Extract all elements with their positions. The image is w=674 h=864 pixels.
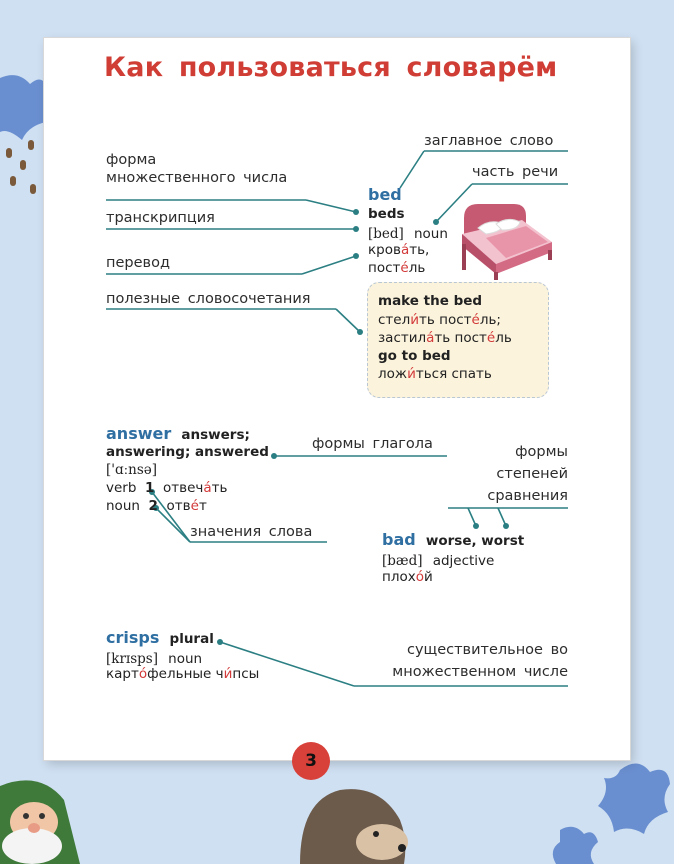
page-title: Как пользоваться словарём	[104, 52, 558, 83]
leader-lines	[106, 150, 568, 687]
crisps-transcription-line: [krɪsps] noun	[106, 648, 202, 667]
crisps-plural-label: plural	[169, 631, 214, 647]
headword-answer: answer	[106, 424, 172, 443]
crisps-headline: crisps plural	[106, 628, 214, 647]
bad-pos: adjective	[432, 553, 495, 569]
answer-headline: answer answers;	[106, 424, 250, 443]
label-transcription: транскрипция	[106, 210, 215, 226]
label-part-of-speech: часть речи	[472, 164, 559, 180]
label-meanings: значения слова	[190, 524, 313, 540]
label-degrees-1: формы	[515, 444, 568, 460]
crisps-translation: карто́фельные чи́псы	[106, 666, 260, 682]
snowflake-decoration	[0, 75, 670, 864]
label-plural-form-2: множественного числа	[106, 170, 288, 186]
label-plural-noun-1: существительное во	[407, 642, 568, 658]
label-verb-forms: формы глагола	[312, 436, 433, 452]
bed-transcription: [bed]	[368, 226, 404, 242]
label-phrases: полезные словосочетания	[106, 291, 311, 307]
headword-bad: bad	[382, 530, 416, 549]
bed-plural: beds	[368, 206, 405, 222]
bad-headline: bad worse, worst	[382, 530, 524, 549]
label-degrees-2: степеней	[496, 466, 568, 482]
phrase-make-the-bed-tr-2: застила́ть посте́ль	[378, 330, 512, 346]
answer-transcription: ['ɑːnsə]	[106, 462, 158, 478]
bed-translation-2: посте́ль	[368, 260, 426, 276]
headword-crisps: crisps	[106, 628, 160, 647]
label-plural-noun-2: множественном числе	[392, 664, 568, 680]
phrase-go-to-bed-tr: ложи́ться спать	[378, 366, 492, 382]
bad-transcription: [bæd]	[382, 553, 423, 569]
answer-sense-1: verb 1 отвеча́ть	[106, 480, 228, 496]
label-headword: заглавное слово	[424, 133, 554, 149]
bad-translation: плохо́й	[382, 569, 433, 585]
bad-transcription-line: [bæd] adjective	[382, 550, 494, 569]
answer-forms-1: answers;	[181, 427, 250, 443]
dictionary-page: Как пользоваться словарём	[44, 38, 630, 760]
bed-transcription-line: [bed] noun	[368, 223, 448, 242]
phrase-go-to-bed: go to bed	[378, 348, 451, 364]
crisps-transcription: [krɪsps]	[106, 651, 158, 667]
gnome-illustration	[0, 780, 80, 864]
answer-forms-2: answering; answered	[106, 444, 269, 460]
bed-translation-1: крова́ть,	[368, 242, 430, 258]
bed-pos: noun	[413, 226, 448, 242]
crisps-pos: noun	[168, 651, 203, 667]
label-degrees-3: сравнения	[487, 488, 568, 504]
phrase-make-the-bed-tr-1: стели́ть посте́ль;	[378, 312, 501, 328]
answer-sense-2: noun 2 отве́т	[106, 498, 207, 514]
bed-illustration	[462, 204, 552, 280]
label-translation: перевод	[106, 255, 170, 271]
label-plural-form-1: форма	[106, 152, 157, 168]
bad-forms: worse, worst	[425, 533, 525, 549]
phrase-make-the-bed: make the bed	[378, 293, 483, 309]
phrase-box: make the bed стели́ть посте́ль; застила́…	[367, 282, 549, 398]
page-number: 3	[292, 742, 330, 780]
hedgehog-illustration	[300, 789, 408, 864]
headword-bed: bed	[368, 185, 402, 204]
